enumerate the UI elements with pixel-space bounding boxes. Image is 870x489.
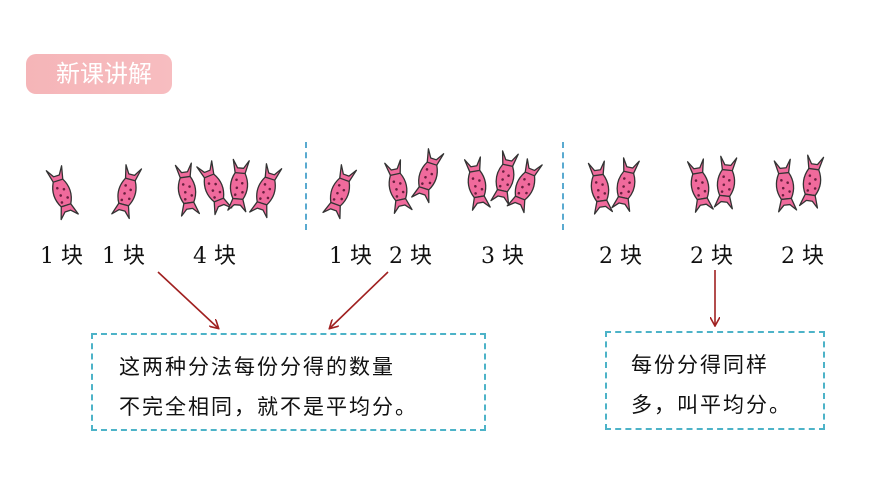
label-g1-3: 4 块 (193, 244, 236, 269)
even-line-2: 多，叫平均分。 (631, 393, 792, 417)
label-g3-2: 2 块 (690, 244, 733, 269)
arrow-left-2 (330, 271, 389, 328)
section-tag: 新课讲解 (26, 54, 172, 94)
label-g3-3: 2 块 (781, 244, 824, 269)
even-line-1: 每份分得同样 (631, 353, 769, 377)
label-g1-2: 1 块 (102, 244, 145, 269)
label-g3-1: 2 块 (599, 244, 642, 269)
arrow-left-1 (157, 271, 218, 328)
uneven-explanation-box: 这两种分法每份分得的数量 不完全相同，就不是平均分。 (91, 333, 486, 431)
label-g2-3: 3 块 (481, 244, 524, 269)
divider-2 (562, 142, 564, 230)
label-g2-2: 2 块 (389, 244, 432, 269)
uneven-line-1: 这两种分法每份分得的数量 (119, 355, 395, 379)
even-explanation-box: 每份分得同样 多，叫平均分。 (605, 331, 825, 430)
divider-1 (305, 142, 307, 230)
label-g2-1: 1 块 (329, 244, 372, 269)
uneven-line-2: 不完全相同，就不是平均分。 (119, 395, 418, 419)
label-g1-1: 1 块 (40, 244, 83, 269)
